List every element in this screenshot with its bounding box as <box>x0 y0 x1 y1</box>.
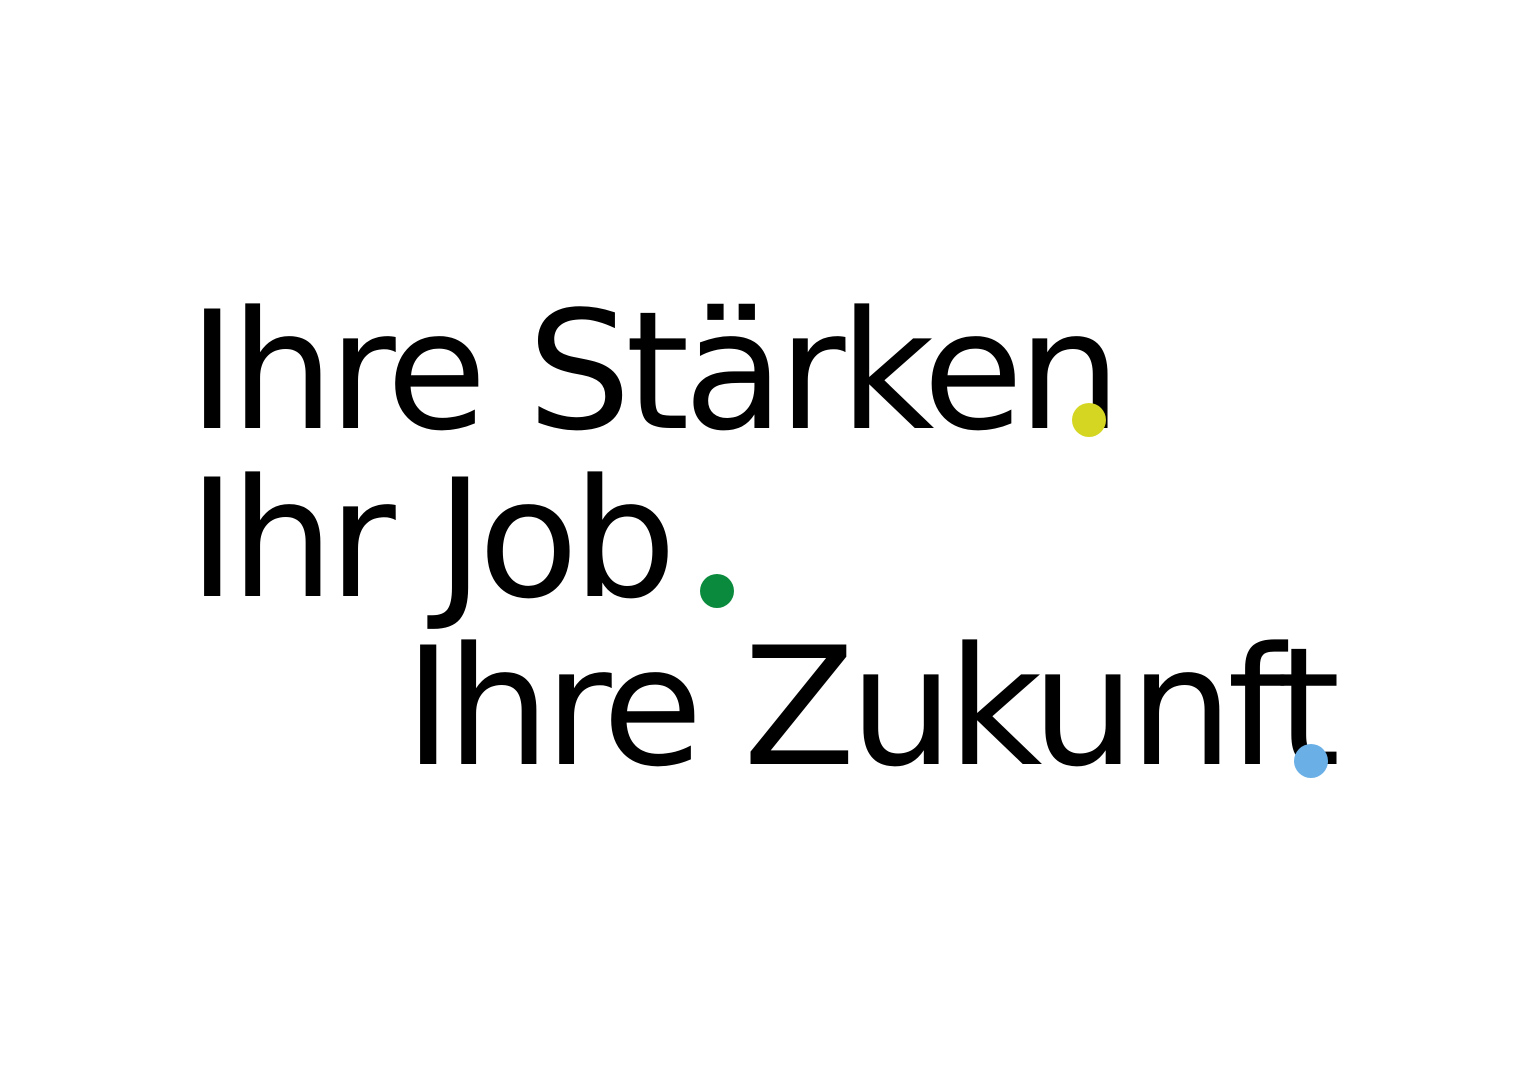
slogan-dot-blue <box>1294 744 1328 778</box>
slogan-dot-yellow <box>1072 403 1106 437</box>
slogan-line-strengths: Ihre Stärken <box>188 276 1121 467</box>
slogan-line-future: Ihre Zukunft <box>404 612 1340 803</box>
slogan-dot-green <box>700 574 734 608</box>
slogan-line-job: Ihr Job <box>188 444 677 635</box>
